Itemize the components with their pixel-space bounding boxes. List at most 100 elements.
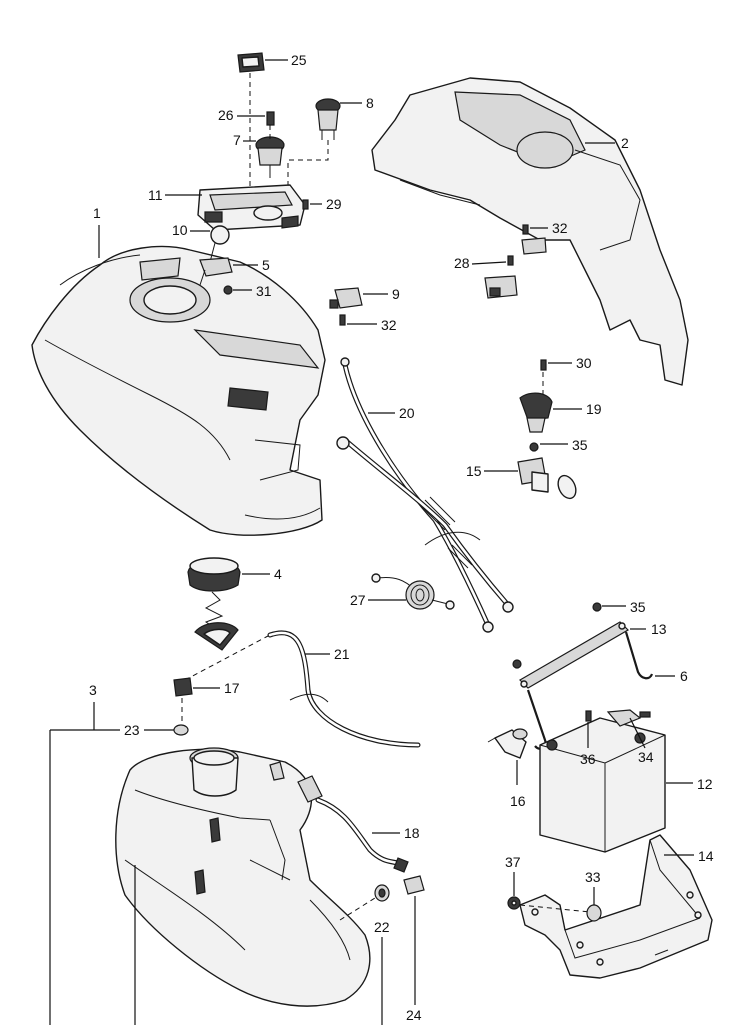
callout-22: 22 — [374, 919, 390, 1025]
part-35-nut-lower — [592, 602, 602, 612]
part-5-lever-bracket — [199, 257, 233, 286]
callout-label-8: 8 — [366, 95, 374, 111]
callout-27: 27 — [350, 592, 406, 608]
part-16-terminal-boot — [487, 728, 528, 759]
callout-label-20: 20 — [399, 405, 415, 421]
callout-31: 31 — [233, 283, 272, 299]
callout-32-upper: 32 — [530, 220, 568, 236]
callout-17: 17 — [193, 680, 240, 696]
assembly-line — [184, 635, 269, 681]
callout-29: 29 — [310, 196, 342, 212]
callout-36: 36 — [580, 722, 596, 767]
assembly-line — [287, 140, 329, 205]
callout-label-24: 24 — [406, 1007, 422, 1023]
callout-label-31: 31 — [256, 283, 272, 299]
part-32-screw-upper — [521, 224, 547, 255]
part-37-washer — [507, 896, 521, 910]
callout-7: 7 — [233, 132, 256, 148]
callout-label-7: 7 — [233, 132, 241, 148]
callout-label-10: 10 — [172, 222, 188, 238]
callout-35-upper: 35 — [540, 437, 588, 453]
callout-5: 5 — [233, 257, 270, 273]
callout-1: 1 — [93, 205, 101, 258]
callout-label-33: 33 — [585, 869, 601, 885]
callout-23: 23 — [124, 722, 174, 738]
part-28-relay-bracket — [484, 255, 518, 299]
callout-2: 2 — [585, 135, 629, 151]
callout-label-34: 34 — [638, 749, 654, 765]
callout-12: 12 — [666, 776, 713, 792]
callout-34: 34 — [629, 717, 654, 765]
part-14-battery-tray — [519, 834, 713, 979]
callout-32-lower: 32 — [347, 317, 397, 333]
callout-label-36: 36 — [580, 751, 596, 767]
callout-label-29: 29 — [326, 196, 342, 212]
callout-label-6: 6 — [680, 668, 688, 684]
callout-15: 15 — [466, 463, 518, 479]
part-33-bushing — [586, 904, 602, 922]
callout-10: 10 — [172, 222, 210, 238]
callout-28: 28 — [454, 255, 507, 271]
callout-8: 8 — [340, 95, 374, 111]
part-30-screw — [540, 359, 547, 371]
callout-16: 16 — [510, 760, 526, 809]
callout-20: 20 — [368, 405, 415, 421]
callout-33: 33 — [585, 869, 601, 905]
part-25-switch-cap — [237, 52, 265, 73]
callout-30: 30 — [548, 355, 592, 371]
callout-9: 9 — [363, 286, 400, 302]
part-11-instrument-panel — [197, 184, 306, 231]
callout-label-22: 22 — [374, 919, 390, 935]
part-35-nut — [529, 442, 539, 452]
callout-label-13: 13 — [651, 621, 667, 637]
callout-label-12: 12 — [697, 776, 713, 792]
callout-37: 37 — [505, 854, 521, 896]
part-15-bulb-socket — [517, 457, 577, 500]
part-27-coil-wire — [371, 573, 455, 610]
callout-label-11: 11 — [148, 187, 163, 203]
callout-label-17: 17 — [224, 680, 240, 696]
callout-label-1: 1 — [93, 205, 101, 221]
assembly-line — [339, 897, 376, 921]
assembly-line — [519, 904, 591, 913]
part-18-fuel-hose — [269, 761, 409, 873]
part-1-console-cover — [31, 245, 326, 536]
callout-label-21: 21 — [334, 646, 350, 662]
callout-label-2: 2 — [621, 135, 629, 151]
callout-19: 19 — [553, 401, 602, 417]
callout-label-9: 9 — [392, 286, 400, 302]
callout-label-4: 4 — [274, 566, 282, 582]
callout-11: 11 — [148, 187, 202, 203]
part-20-battery-cables — [336, 357, 514, 633]
callout-label-14: 14 — [698, 848, 714, 864]
callout-26: 26 — [218, 107, 265, 123]
callout-label-32a: 32 — [552, 220, 568, 236]
part-13-hold-down-bar — [512, 621, 629, 689]
part-36-bolt — [585, 710, 592, 722]
part-24-fitting — [403, 875, 425, 895]
part-2-rear-cover — [371, 77, 689, 386]
callout-label-32b: 32 — [381, 317, 397, 333]
callout-label-19: 19 — [586, 401, 602, 417]
callout-21: 21 — [305, 646, 350, 662]
callout-label-35a: 35 — [572, 437, 588, 453]
callout-label-37: 37 — [505, 854, 521, 870]
callout-label-26: 26 — [218, 107, 234, 123]
part-17-valve — [173, 677, 193, 697]
part-34-terminal — [606, 709, 651, 727]
callout-label-23: 23 — [124, 722, 140, 738]
callout-label-25: 25 — [291, 52, 307, 68]
part-23-grommet — [173, 724, 189, 736]
part-26-key — [266, 111, 275, 126]
callout-label-5: 5 — [262, 257, 270, 273]
part-29-screw — [302, 199, 309, 210]
callout-4: 4 — [242, 566, 282, 582]
part-7-ignition-switch — [255, 136, 285, 178]
callout-13: 13 — [630, 621, 667, 637]
part-21-vent-hose — [267, 630, 421, 748]
callout-18: 18 — [372, 825, 420, 841]
callout-label-18: 18 — [404, 825, 420, 841]
callout-label-30: 30 — [576, 355, 592, 371]
callout-3: 3 — [49, 682, 120, 1025]
